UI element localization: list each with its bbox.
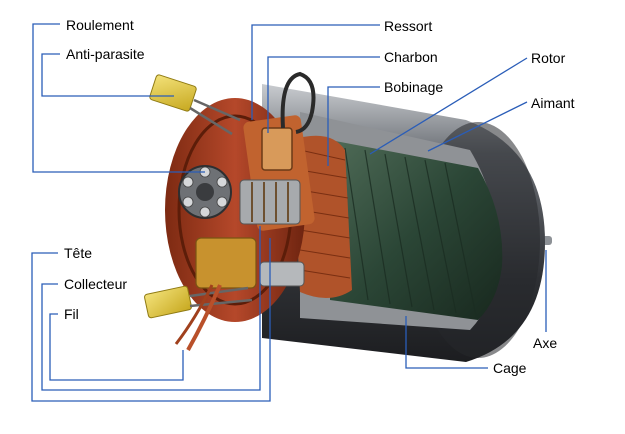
leader-fil: [49, 313, 184, 381]
wire-2: [174, 284, 214, 345]
label-tete: Tête: [64, 245, 92, 261]
commutator: [239, 179, 301, 225]
leader-lines: [31, 23, 547, 402]
leader-ressort: [251, 24, 380, 120]
leader-rotor: [369, 57, 528, 155]
bearing-center: [196, 183, 214, 201]
rotor: [330, 140, 503, 320]
spring: [280, 71, 316, 134]
label-bobinage: Bobinage: [384, 79, 443, 95]
leader-roulement: [32, 23, 205, 173]
capacitor-top-lead: [193, 98, 241, 122]
wire-1: [186, 284, 222, 351]
leader-bobinage: [327, 86, 380, 166]
rotor-lamination-lines: [344, 147, 477, 317]
leader-collecteur: [41, 226, 261, 391]
leader-charbon: [267, 56, 380, 133]
label-roulement: Roulement: [66, 17, 134, 33]
label-ressort: Ressort: [384, 18, 432, 34]
bearing-balls: [182, 166, 228, 218]
label-axe: Axe: [533, 335, 557, 351]
label-rotor: Rotor: [531, 50, 566, 66]
commutator-segments: [251, 182, 289, 222]
leader-tete: [31, 238, 271, 402]
lower-brush-holder: [195, 237, 257, 289]
label-collecteur: Collecteur: [64, 276, 127, 292]
label-charbon: Charbon: [384, 49, 438, 65]
label-cage: Cage: [493, 360, 527, 376]
leader-antiparasite: [41, 53, 174, 97]
label-anti-parasite: Anti-parasite: [66, 46, 145, 62]
capacitor-top-lead-2: [189, 106, 233, 136]
carbon-brush: [261, 127, 293, 171]
capacitor-bottom: [144, 285, 192, 319]
label-aimant: Aimant: [531, 95, 575, 111]
capacitor-top: [149, 74, 197, 112]
leader-aimant: [427, 101, 528, 152]
label-fil: Fil: [64, 306, 79, 322]
leader-cage: [405, 316, 488, 369]
